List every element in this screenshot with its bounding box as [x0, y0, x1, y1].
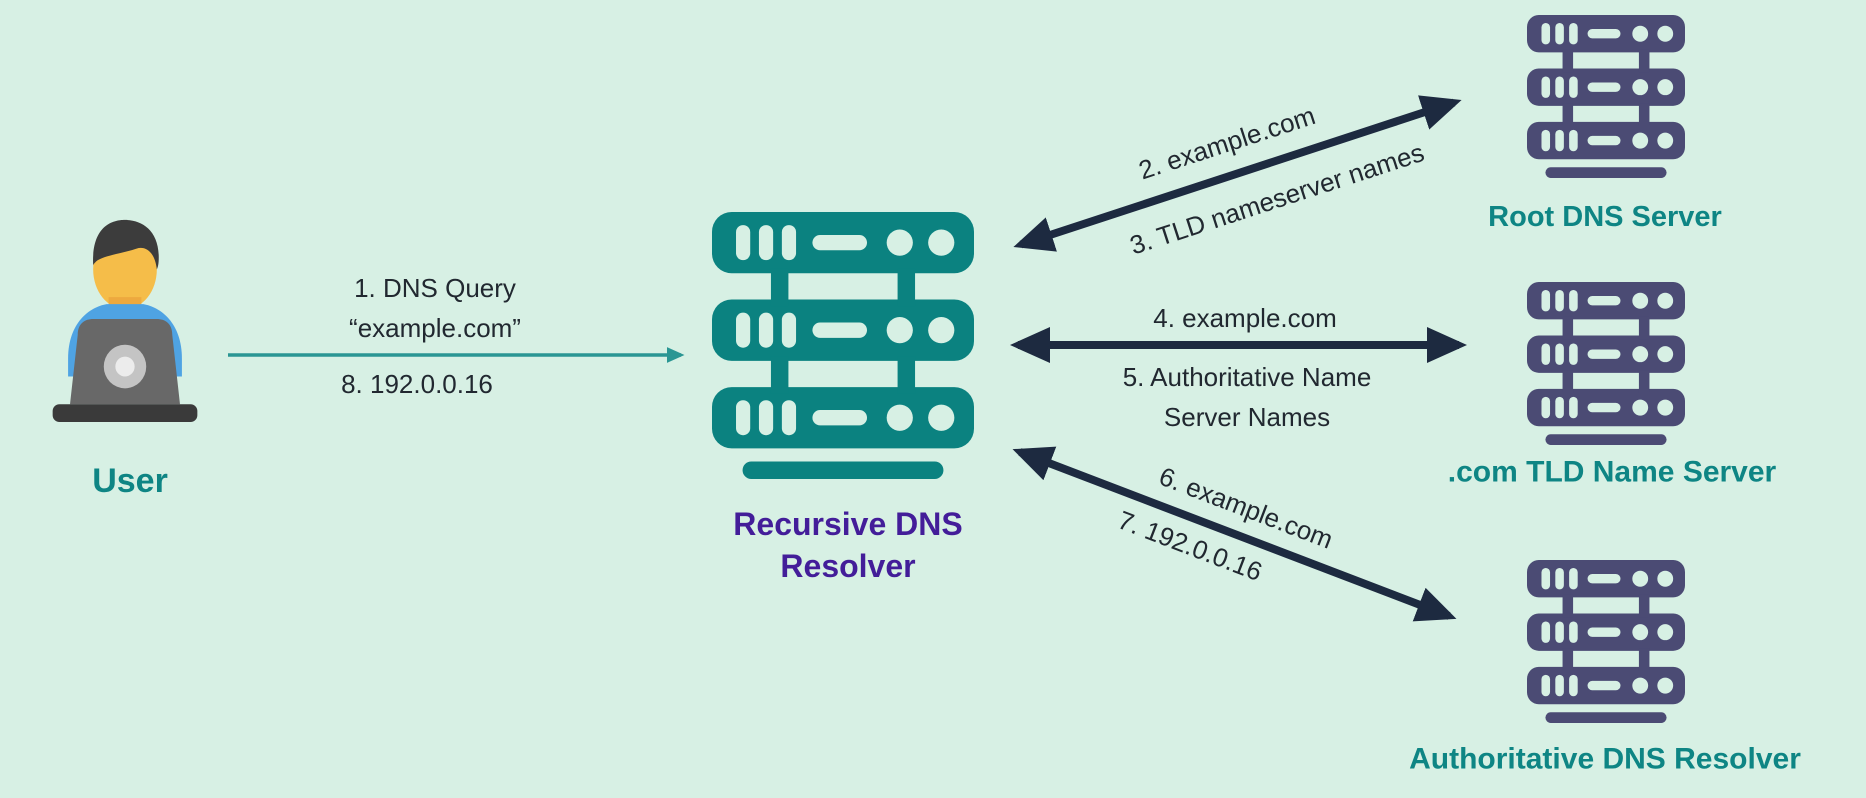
authoritative-server-label: Authoritative DNS Resolver — [1409, 742, 1801, 776]
resolver-root-arrow — [1013, 95, 1462, 252]
message-5-response: 5. Authoritative Name Server Names — [1123, 357, 1372, 437]
root-server-icon — [1527, 15, 1685, 178]
message-1-dns-query: 1. DNS Query “example.com” — [349, 268, 521, 348]
resolver-authoritative-arrow — [1012, 446, 1457, 622]
recursive-resolver-label-line1: Recursive DNS — [733, 506, 963, 542]
message-8-response: 8. 192.0.0.16 — [341, 368, 493, 399]
recursive-resolver-icon — [712, 212, 974, 479]
user-icon — [43, 208, 207, 426]
message-1-line1: 1. DNS Query — [354, 273, 516, 303]
tld-server-icon — [1527, 282, 1685, 445]
root-server-label: Root DNS Server — [1488, 200, 1722, 233]
message-5-line1: 5. Authoritative Name — [1122, 362, 1372, 392]
recursive-resolver-label: Recursive DNS Resolver — [733, 503, 962, 587]
tld-server-label: .com TLD Name Server — [1447, 455, 1777, 489]
authoritative-server-icon — [1527, 560, 1685, 723]
user-label: User — [92, 461, 168, 500]
recursive-resolver-label-line2: Resolver — [780, 548, 916, 584]
message-1-line2: “example.com” — [349, 313, 521, 343]
message-5-line2: Server Names — [1163, 402, 1331, 432]
message-4-query: 4. example.com — [1153, 302, 1337, 333]
